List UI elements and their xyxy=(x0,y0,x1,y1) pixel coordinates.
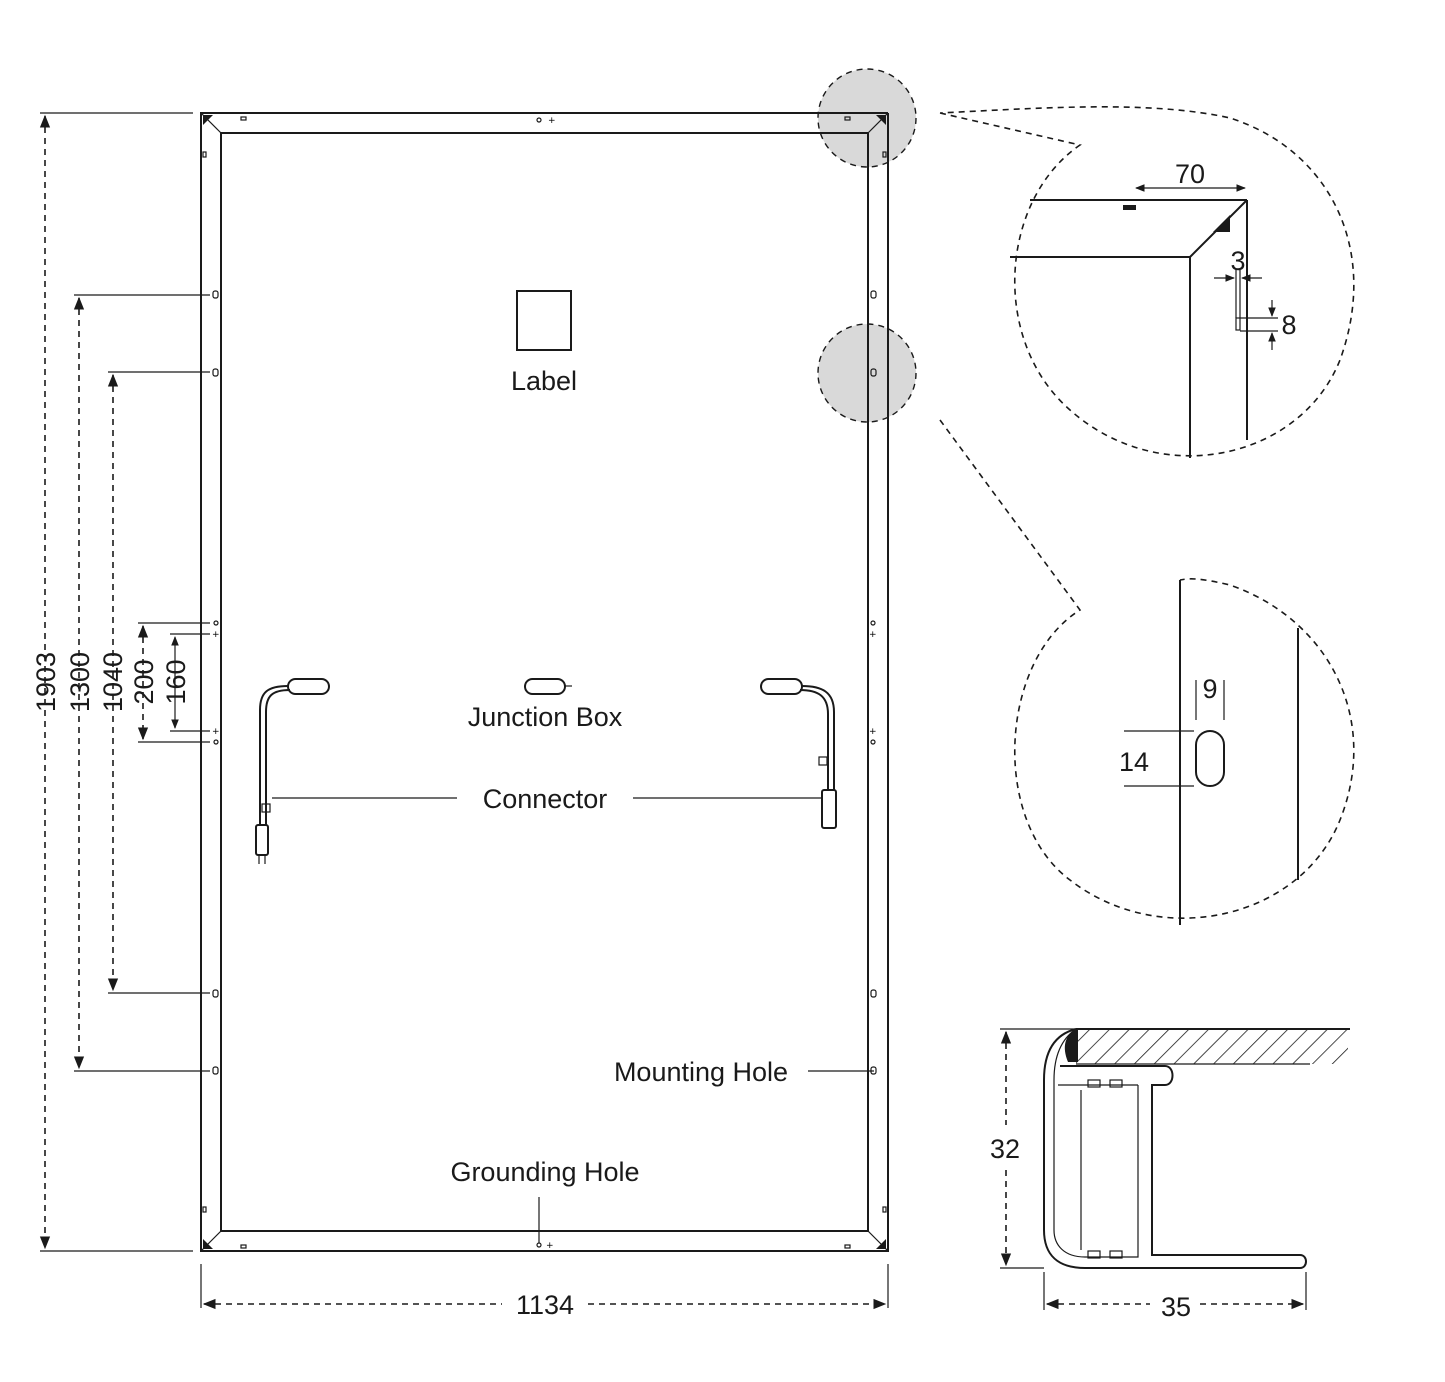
svg-text:+: + xyxy=(869,630,877,640)
grounding-holes: + + + + + xyxy=(212,620,877,1251)
detail-corner: 70 3 8 xyxy=(939,106,1355,458)
svg-text:+: + xyxy=(548,116,556,126)
junction-box-right xyxy=(760,678,837,829)
svg-text:3: 3 xyxy=(1230,246,1245,276)
svg-text:32: 32 xyxy=(990,1134,1020,1164)
detail-mounting-hole: 9 14 xyxy=(939,419,1355,925)
dimension-200: 200 xyxy=(129,622,210,743)
svg-text:+: + xyxy=(546,1241,554,1251)
svg-text:1903: 1903 xyxy=(31,652,61,712)
dimension-1903: 1903 xyxy=(31,112,193,1252)
frame-profile-section: 32 35 xyxy=(990,1028,1350,1322)
dimension-160: 160 xyxy=(161,633,210,732)
module-frame: + xyxy=(200,112,889,1252)
dimension-1134: 1134 xyxy=(200,1264,889,1320)
mounting-holes-left xyxy=(212,290,219,1075)
svg-text:1300: 1300 xyxy=(65,652,95,712)
connector-label: Connector xyxy=(483,784,608,814)
svg-text:1134: 1134 xyxy=(516,1290,574,1320)
dimension-1300: 1300 xyxy=(65,294,210,1072)
svg-text:200: 200 xyxy=(129,659,159,704)
svg-text:8: 8 xyxy=(1281,310,1296,340)
grounding-hole-label: Grounding Hole xyxy=(450,1157,639,1187)
junction-box-left xyxy=(255,678,330,864)
svg-text:9: 9 xyxy=(1202,674,1217,704)
junction-box-label: Junction Box xyxy=(468,702,623,732)
svg-text:1040: 1040 xyxy=(98,652,128,712)
mounting-hole-label: Mounting Hole xyxy=(614,1057,788,1087)
svg-text:160: 160 xyxy=(161,659,191,704)
junction-box-center xyxy=(524,678,572,695)
svg-text:+: + xyxy=(212,727,220,737)
callout-marker-corner xyxy=(817,68,917,168)
svg-text:35: 35 xyxy=(1161,1292,1191,1322)
label-box xyxy=(516,290,572,351)
label-text: Label xyxy=(511,366,577,396)
svg-text:+: + xyxy=(869,727,877,737)
svg-text:14: 14 xyxy=(1119,747,1149,777)
svg-text:+: + xyxy=(212,630,220,640)
svg-text:70: 70 xyxy=(1175,159,1205,189)
dimension-1040: 1040 xyxy=(98,371,210,994)
